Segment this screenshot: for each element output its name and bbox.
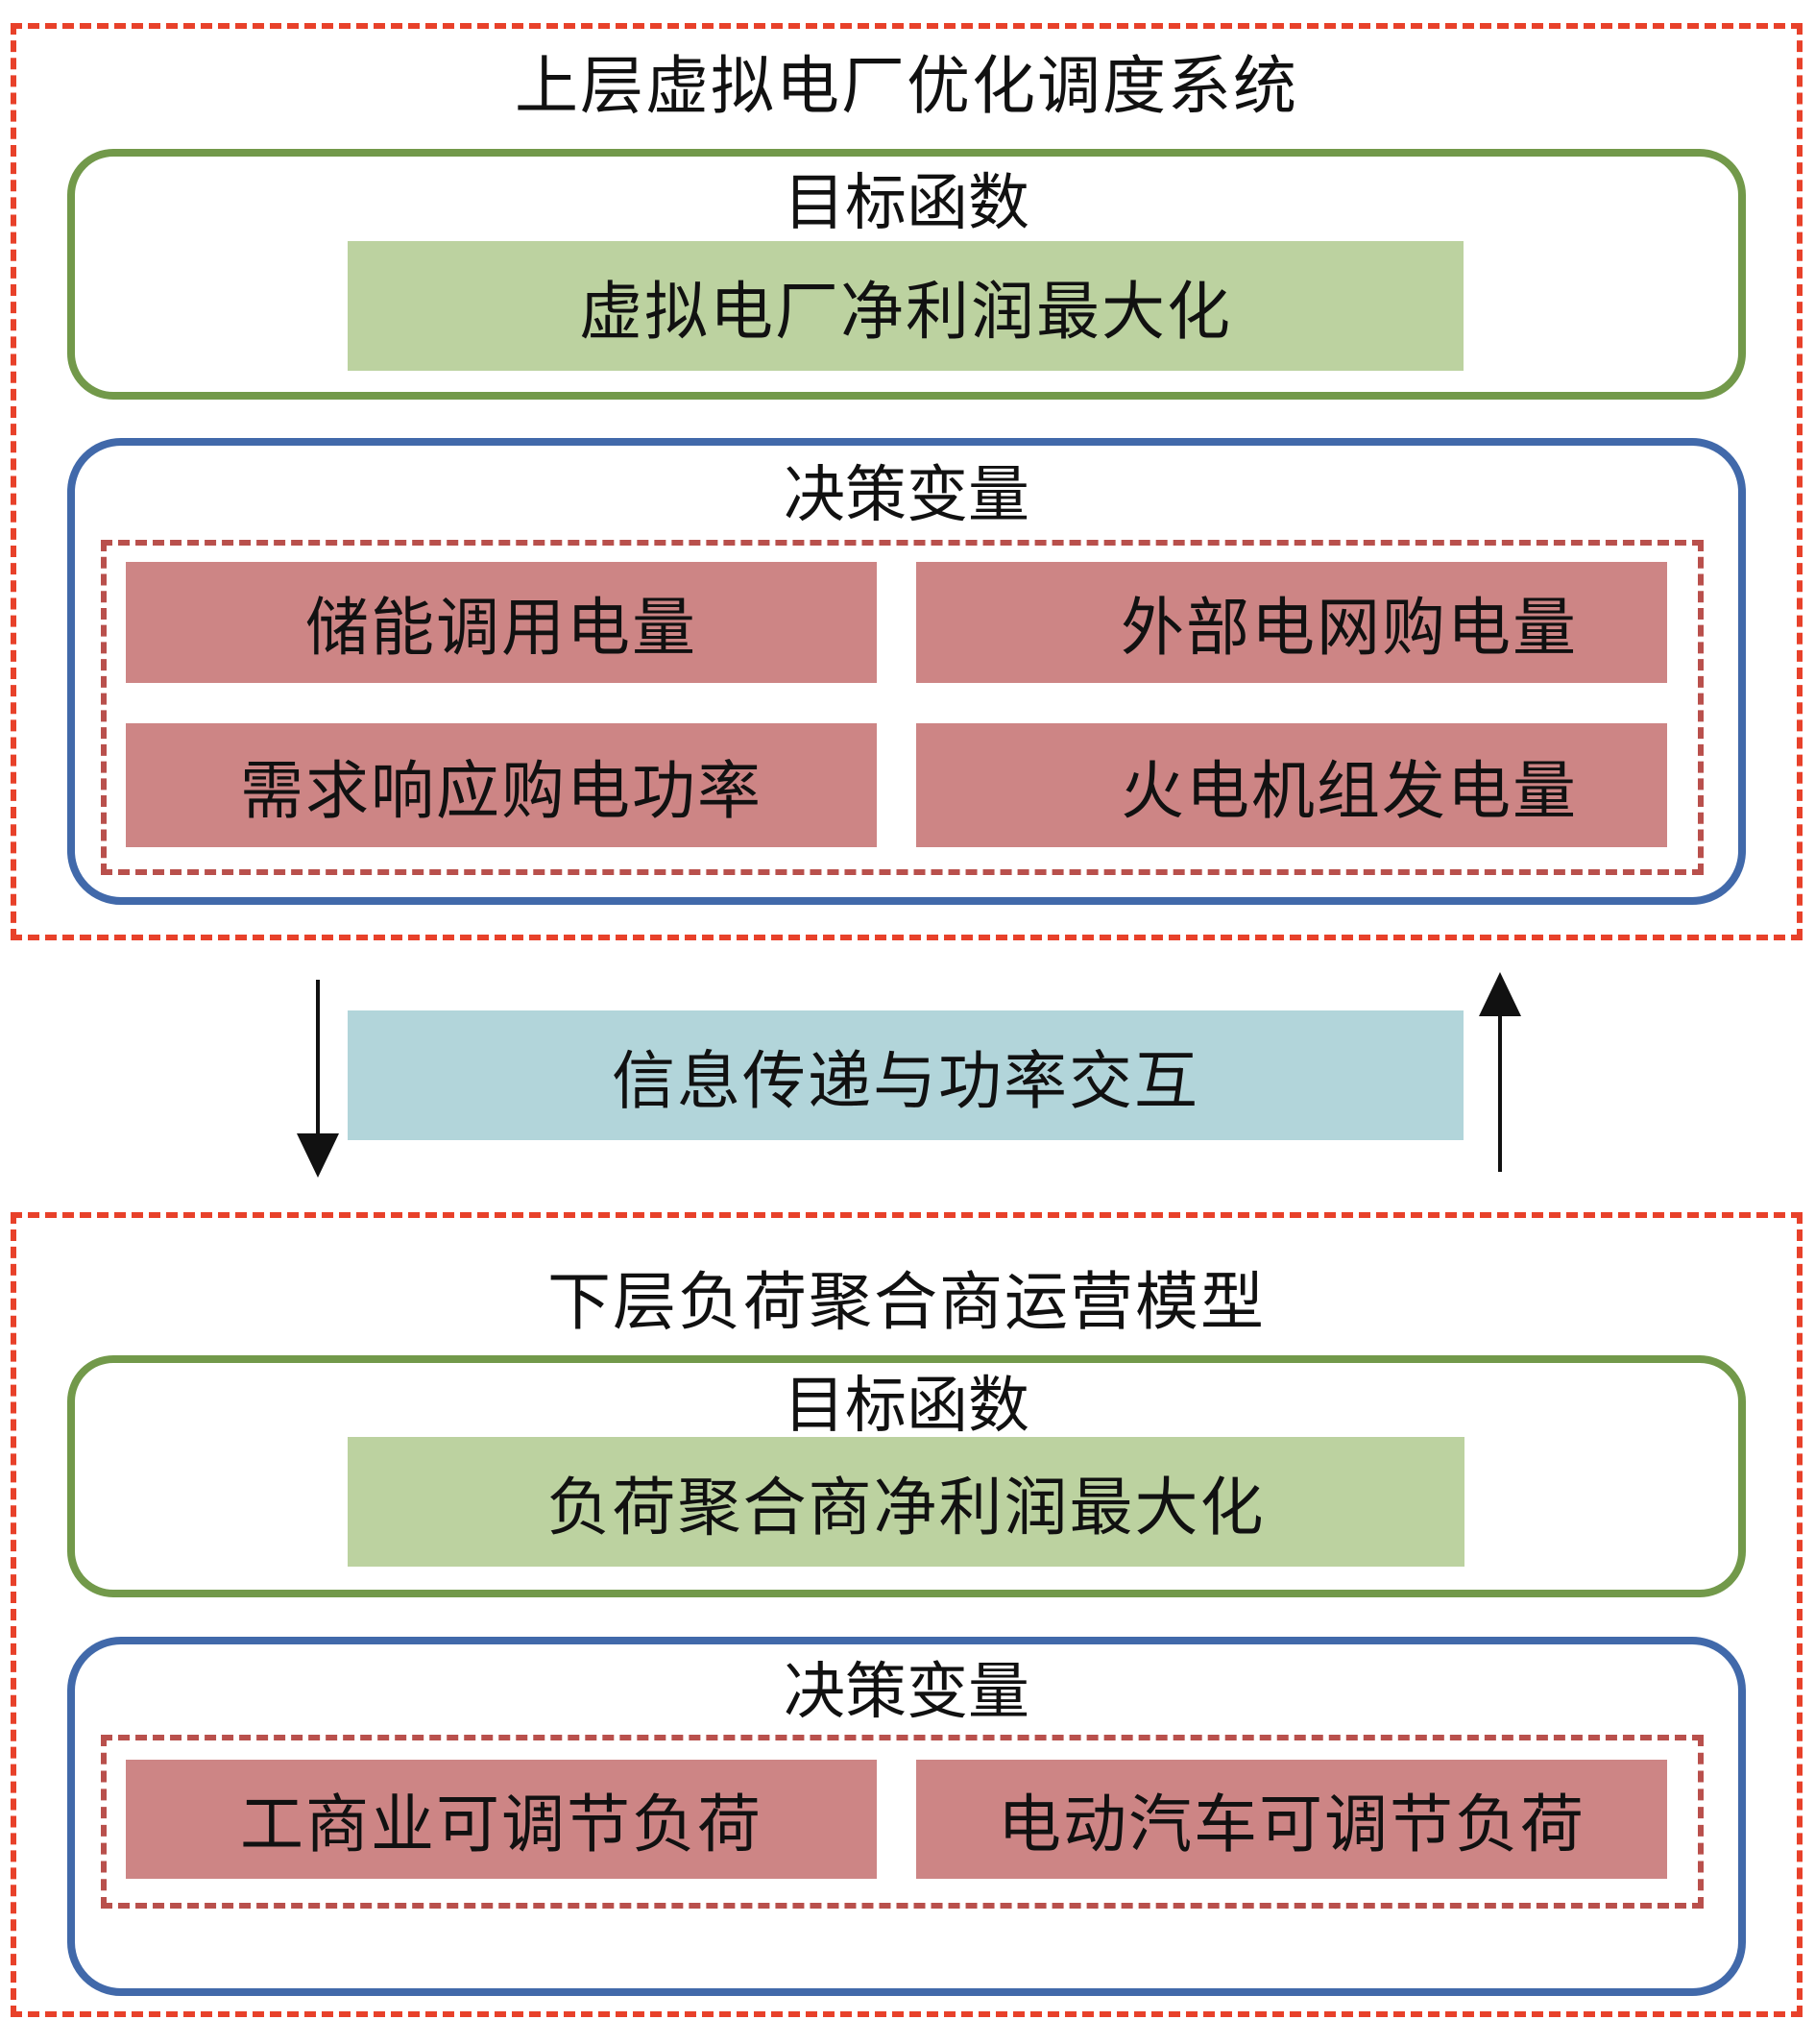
lower-variables-box	[67, 1637, 1746, 1996]
variable-storage-dispatch: 储能调用电量	[126, 562, 877, 683]
variable-industrial-load: 工商业可调节负荷	[126, 1760, 877, 1879]
upper-variables-group	[101, 540, 1704, 875]
upper-objective-box	[67, 149, 1746, 400]
upper-objective-heading: 目标函数	[784, 168, 1029, 239]
upper-system-title: 上层虚拟电厂优化调度系统	[515, 49, 1298, 123]
lower-variables-heading: 决策变量	[784, 1657, 1029, 1728]
lower-objective-heading: 目标函数	[784, 1371, 1029, 1442]
upper-system-container	[11, 23, 1803, 940]
lower-objective-box	[67, 1355, 1746, 1597]
upper-variables-box	[67, 438, 1746, 905]
lower-objective-content: 负荷聚合商净利润最大化	[348, 1437, 1464, 1567]
upper-variables-heading: 决策变量	[784, 460, 1029, 531]
lower-variables-group	[101, 1735, 1704, 1909]
variable-grid-purchase: 外部电网购电量	[916, 562, 1667, 683]
variable-ev-load: 电动汽车可调节负荷	[916, 1760, 1667, 1879]
interaction-banner: 信息传递与功率交互	[348, 1010, 1464, 1140]
upper-objective-content: 虚拟电厂净利润最大化	[348, 241, 1464, 371]
lower-system-container	[11, 1212, 1803, 2017]
lower-system-title: 下层负荷聚合商运营模型	[547, 1265, 1266, 1339]
variable-demand-response: 需求响应购电功率	[126, 723, 877, 847]
variable-thermal-generation: 火电机组发电量	[916, 723, 1667, 847]
